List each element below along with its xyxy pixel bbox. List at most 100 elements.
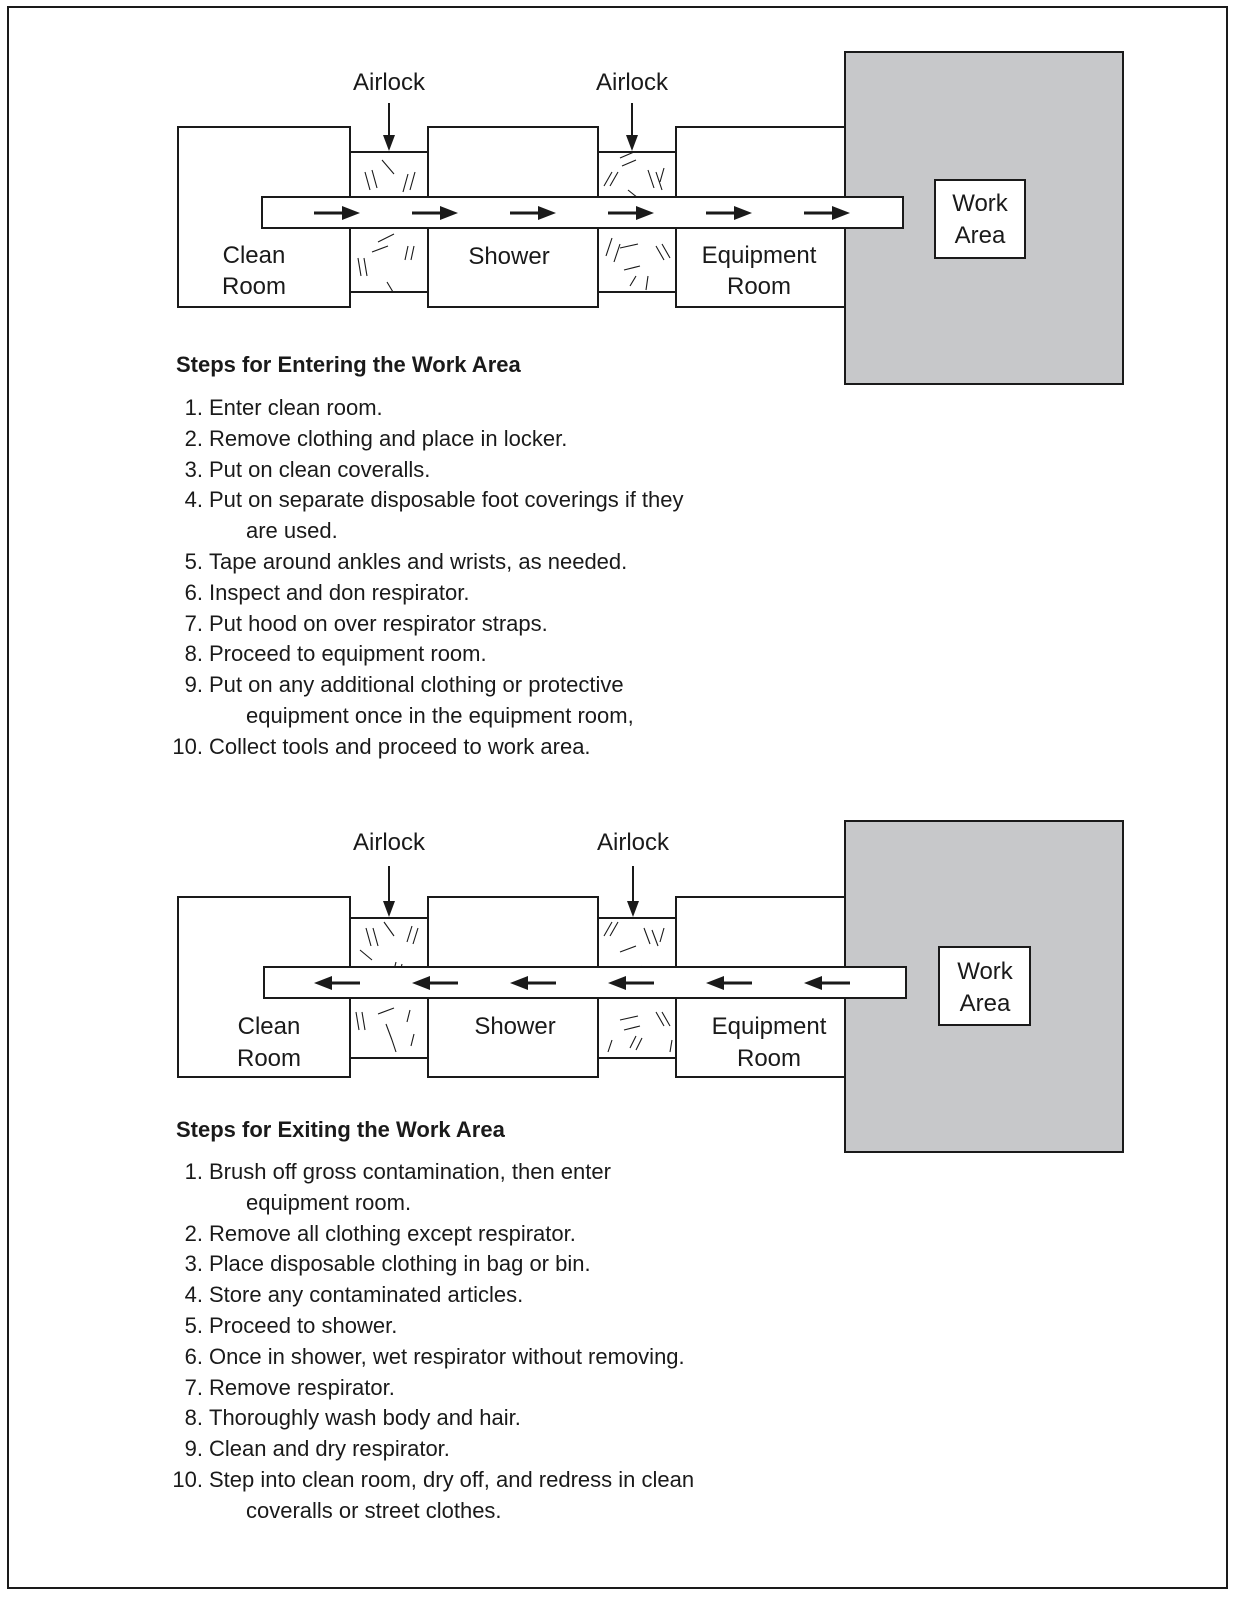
work-area-label-line2: Area [960, 990, 1011, 1017]
step-item: 7.Remove respirator. [0, 1373, 694, 1404]
direction-arrows [314, 976, 850, 990]
step-text: Once in shower, wet respirator without r… [209, 1343, 685, 1369]
step-item: 4.Put on separate disposable foot coveri… [0, 485, 684, 547]
step-text: Place disposable clothing in bag or bin. [209, 1251, 591, 1277]
step-text: Collect tools and proceed to work area. [209, 733, 591, 759]
airlock-1-hatching [355, 921, 419, 1053]
step-number: 9. [184, 1436, 203, 1462]
step-text: Brush off gross contamination, then ente… [209, 1159, 611, 1184]
step-text: Enter clean room. [209, 395, 383, 420]
step-number: 10. [172, 1466, 203, 1492]
arrow-left-icon [412, 976, 458, 990]
shower-label: Shower [474, 1013, 555, 1040]
arrow-right-icon [706, 206, 752, 220]
step-number: 5. [184, 1312, 203, 1338]
step-number: 6. [184, 1343, 203, 1369]
arrow-right-icon [314, 206, 360, 220]
step-number: 8. [184, 1405, 203, 1431]
step-text: Put on separate disposable foot covering… [209, 487, 684, 513]
step-item: 4.Store any contaminated articles. [0, 1280, 694, 1311]
airlock-2-pointer-head [627, 901, 639, 917]
step-item: 3.Put on clean coveralls. [0, 455, 684, 486]
step-item: 5.Proceed to shower. [0, 1311, 694, 1342]
equipment-room-label-line1: Equipment [712, 1013, 827, 1040]
step-text-continued: coveralls or street clothes. [246, 1497, 502, 1523]
step-number: 1. [184, 395, 203, 420]
step-text: Step into clean room, dry off, and redre… [209, 1466, 695, 1492]
step-item: 6.Inspect and don respirator. [0, 578, 684, 609]
airlock-2-label: Airlock [596, 69, 669, 96]
arrow-right-icon [804, 206, 850, 220]
airlock-1-label: Airlock [353, 69, 426, 96]
step-item: 10.Step into clean room, dry off, and re… [0, 1465, 694, 1527]
direction-arrows [314, 206, 850, 220]
step-text: Proceed to shower. [209, 1312, 398, 1338]
clean-room-label-line1: Clean [238, 1013, 301, 1040]
enter-steps-list: 1.Enter clean room.2.Remove clothing and… [0, 393, 684, 763]
step-item: 10.Collect tools and proceed to work are… [0, 732, 684, 763]
step-number: 10. [172, 733, 203, 759]
step-text: Remove respirator. [209, 1374, 395, 1400]
step-text: Proceed to equipment room. [209, 641, 487, 667]
step-item: 1.Enter clean room. [0, 393, 684, 424]
step-number: 4. [184, 1282, 203, 1308]
step-text-continued: equipment room. [246, 1189, 412, 1215]
step-text: Inspect and don respirator. [209, 579, 470, 605]
exit-flow-diagram: Airlock Airlock Clean Room Shower Equipm… [177, 820, 1124, 1153]
step-item: 8.Proceed to equipment room. [0, 639, 684, 670]
work-area-label-line1: Work [957, 958, 1014, 985]
step-item: 7.Put hood on over respirator straps. [0, 609, 684, 640]
equipment-room-label-line2: Room [737, 1045, 801, 1072]
step-text: Put on clean coveralls. [209, 456, 431, 482]
step-text: Put on any additional clothing or protec… [209, 672, 624, 698]
arrow-left-icon [314, 976, 360, 990]
step-text: Remove clothing and place in locker. [209, 425, 568, 451]
step-text: Store any contaminated articles. [209, 1282, 524, 1308]
enter-flow-diagram: Airlock Airlock Clean Room Shower Equipm… [177, 51, 1124, 385]
step-item: 2.Remove clothing and place in locker. [0, 424, 684, 455]
arrow-right-icon [510, 206, 556, 220]
step-item: 2.Remove all clothing except respirator. [0, 1219, 694, 1250]
clean-room-label-line2: Room [237, 1045, 301, 1072]
step-number: 3. [184, 1251, 203, 1277]
arrow-left-icon [706, 976, 752, 990]
step-text: Put hood on over respirator straps. [209, 610, 548, 636]
airlock-2-label: Airlock [597, 829, 670, 856]
step-text-continued: equipment once in the equipment room, [246, 702, 634, 728]
step-item: 1.Brush off gross contamination, then en… [0, 1157, 694, 1219]
step-text: Thoroughly wash body and hair. [209, 1405, 521, 1431]
step-number: 1. [184, 1159, 203, 1184]
airlock-1-pointer-head [383, 135, 395, 151]
step-number: 7. [184, 610, 203, 636]
step-text: Clean and dry respirator. [209, 1436, 450, 1462]
passage-bar [261, 196, 904, 229]
step-item: 5.Tape around ankles and wrists, as need… [0, 547, 684, 578]
step-number: 8. [184, 641, 203, 667]
arrow-left-icon [608, 976, 654, 990]
airlock-2-hatching [603, 151, 671, 291]
arrow-left-icon [804, 976, 850, 990]
clean-room-label-line2: Room [222, 273, 286, 300]
step-number: 5. [184, 548, 203, 574]
enter-steps-title: Steps for Entering the Work Area [176, 352, 521, 377]
passage-bar [263, 966, 907, 999]
exit-steps-list: 1.Brush off gross contamination, then en… [0, 1157, 694, 1527]
work-area-label-box [934, 179, 1026, 259]
equipment-room-label-line1: Equipment [702, 242, 817, 269]
airlock-1-pointer-head [383, 901, 395, 917]
step-number: 7. [184, 1374, 203, 1400]
arrow-right-icon [412, 206, 458, 220]
clean-room-label-line1: Clean [223, 242, 286, 269]
step-text: Remove all clothing except respirator. [209, 1220, 576, 1246]
step-item: 8.Thoroughly wash body and hair. [0, 1403, 694, 1434]
work-area-label-line1: Work [952, 190, 1009, 217]
step-number: 3. [184, 456, 203, 482]
step-text: Tape around ankles and wrists, as needed… [209, 548, 628, 574]
page-frame [7, 6, 1228, 1589]
airlock-1-label: Airlock [353, 829, 426, 856]
shower-label: Shower [468, 243, 549, 270]
step-item: 6.Once in shower, wet respirator without… [0, 1342, 694, 1373]
step-number: 9. [184, 672, 203, 698]
step-number: 2. [184, 1220, 203, 1246]
step-text-continued: are used. [246, 518, 338, 544]
